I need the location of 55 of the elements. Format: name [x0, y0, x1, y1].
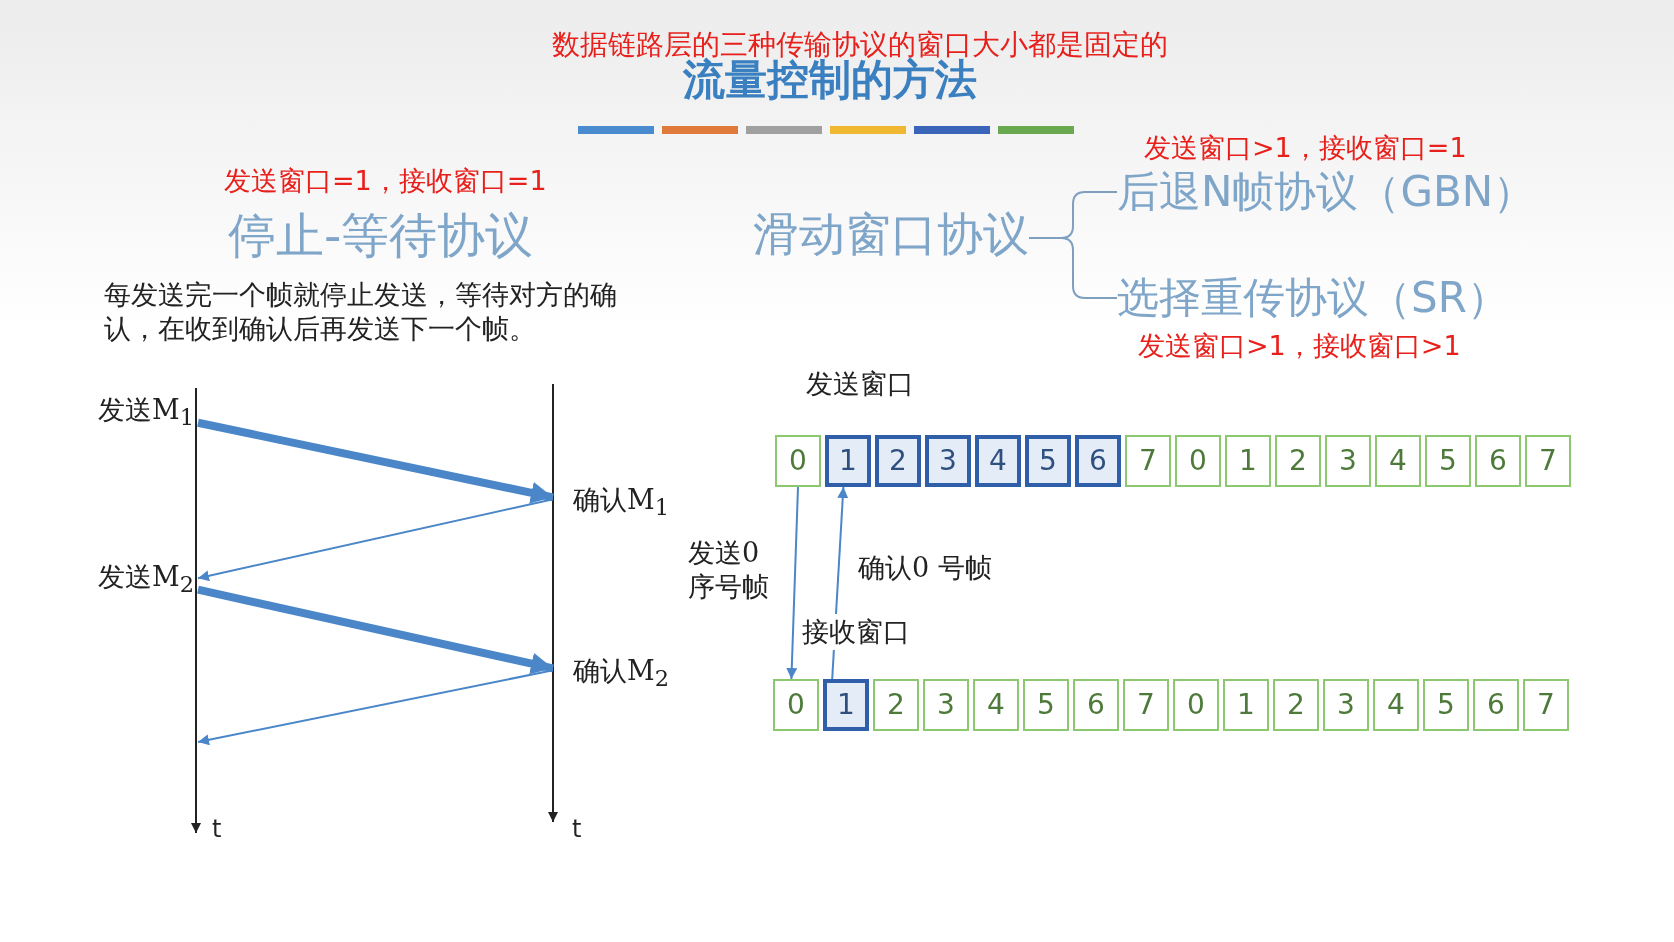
- frame-number-cell: 1: [825, 435, 871, 487]
- frame-number-cell: 0: [773, 679, 819, 731]
- ack-event-label: 确认M$_{2}$: [553, 653, 673, 692]
- frame-number-cell: 6: [1075, 435, 1121, 487]
- frame-number-cell: 3: [1323, 679, 1369, 731]
- frame-number-cell: 4: [975, 435, 1021, 487]
- frame-number-cell: 7: [1125, 435, 1171, 487]
- frame-number-cell: 4: [1375, 435, 1421, 487]
- frame-number-cell: 4: [1373, 679, 1419, 731]
- frame-number-cell: 7: [1523, 679, 1569, 731]
- frame-number-cell: 6: [1473, 679, 1519, 731]
- frame-number-cell: 3: [923, 679, 969, 731]
- constraint-note: 发送窗口>1，接收窗口=1: [1144, 131, 1467, 165]
- frame-number-cell: 0: [1175, 435, 1221, 487]
- frame-number-cell: 1: [823, 679, 869, 731]
- frame-number-cell: 2: [873, 679, 919, 731]
- frame-number-cell: 5: [1423, 679, 1469, 731]
- brace-line: [1028, 237, 1118, 299]
- send-event-label: 发送M$_{1}$: [80, 392, 198, 431]
- time-axis-label: t: [572, 815, 582, 843]
- frame-number-cell: 1: [1225, 435, 1271, 487]
- time-axis-label: t: [212, 815, 222, 843]
- frame-number-cell: 2: [1275, 435, 1321, 487]
- frame-number-cell: 3: [1325, 435, 1371, 487]
- frame-number-cell: 7: [1525, 435, 1571, 487]
- send-event-label: 发送M$_{2}$: [80, 559, 198, 598]
- arrow: [197, 498, 554, 582]
- frame-number-cell: 6: [1073, 679, 1119, 731]
- frame-number-cell: 2: [875, 435, 921, 487]
- arrow: [197, 418, 554, 504]
- frame-number-cell: 1: [1223, 679, 1269, 731]
- window-label: 发送窗口: [806, 367, 914, 401]
- protocol-heading: 选择重传协议（SR）: [1117, 270, 1509, 326]
- ack-event-label: 确认M$_{1}$: [553, 482, 673, 521]
- protocol-heading: 后退N帧协议（GBN）: [1117, 164, 1536, 220]
- protocol-heading: 滑动窗口协议: [753, 204, 1029, 266]
- frame-number-cell: 6: [1475, 435, 1521, 487]
- edge-label: 确认0 号帧: [858, 551, 992, 585]
- frame-number-cell: 7: [1123, 679, 1169, 731]
- constraint-note: 发送窗口=1，接收窗口=1: [224, 164, 547, 198]
- edge-label: 发送0 序号帧: [688, 536, 770, 604]
- frame-number-cell: 0: [775, 435, 821, 487]
- frame-number-cell: 3: [925, 435, 971, 487]
- frame-number-cell: 2: [1273, 679, 1319, 731]
- frame-number-cell: 5: [1023, 679, 1069, 731]
- arrow: [197, 669, 554, 746]
- description-text: 每发送完一个帧就停止发送，等待对方的确认，在收到确认后再发送下一个帧。: [104, 278, 618, 346]
- frame-number-cell: 4: [973, 679, 1019, 731]
- frame-number-cell: 5: [1425, 435, 1471, 487]
- arrow: [786, 486, 799, 680]
- frame-number-cell: 5: [1025, 435, 1071, 487]
- constraint-note: 发送窗口>1，接收窗口>1: [1138, 329, 1461, 363]
- frame-number-cell: 0: [1173, 679, 1219, 731]
- arrow: [197, 585, 554, 675]
- protocol-heading: 停止-等待协议: [228, 206, 534, 265]
